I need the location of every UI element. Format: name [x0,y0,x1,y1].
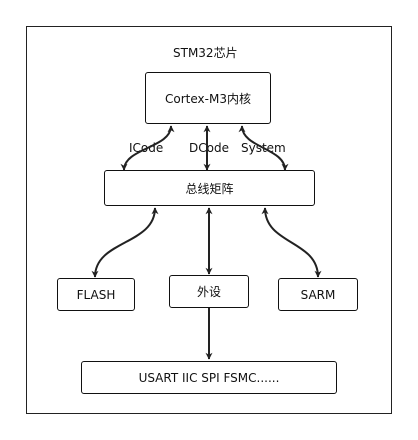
peripheral-list-box: USART IIC SPI FSMC...... [81,361,337,394]
bus-matrix-label: 总线矩阵 [185,181,234,196]
sram-box: SARM [278,278,358,311]
flash-label: FLASH [76,287,116,302]
system-bus-arrow [238,125,289,171]
peripherals-label: 外设 [196,285,221,299]
sram-bus-arrow [261,207,322,278]
chip-title: STM32芯片 [173,46,238,60]
sram-label: SARM [300,287,336,302]
peripherals-box: 外设 [169,275,249,308]
bus-matrix-box: 总线矩阵 [104,170,315,206]
flash-bus-arrow [91,207,159,278]
cortex-m3-core-box: Cortex-M3内核 [145,72,271,124]
peripheral-list-label: USART IIC SPI FSMC...... [138,370,280,385]
cortex-m3-core-label: Cortex-M3内核 [165,91,251,106]
icode-bus-arrow [120,125,175,171]
stm32-chip-boundary [26,26,392,414]
flash-box: FLASH [57,278,135,311]
